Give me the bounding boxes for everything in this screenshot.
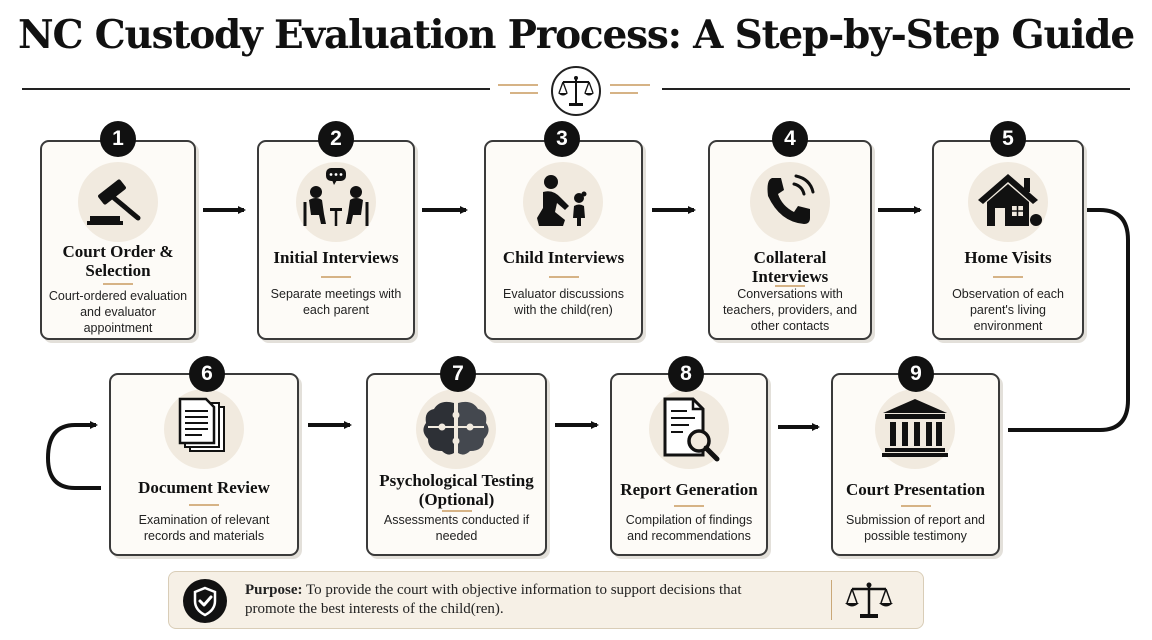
step-card-7: Psychological Testing (Optional) Assessm… [366, 373, 547, 556]
meeting-icon [303, 168, 369, 226]
step-number-8: 8 [668, 356, 704, 392]
purpose-label: Purpose: [245, 582, 303, 598]
step-desc-1: Court-ordered evaluation and evaluator a… [48, 289, 188, 335]
arrow-into-6 [45, 421, 101, 490]
shield-check-icon [193, 586, 217, 617]
courthouse-icon [882, 399, 948, 457]
step-desc-7: Assessments conducted if needed [383, 513, 530, 543]
step-number-4: 4 [772, 121, 808, 157]
step-title-7: Psychological Testing (Optional) [379, 471, 534, 509]
purpose-banner: Purpose: To provide the court with objec… [168, 571, 924, 629]
documents-icon [178, 397, 225, 452]
step-card-8: Report Generation Compilation of finding… [610, 373, 768, 556]
header-accent-right-top [610, 84, 650, 86]
step-desc-2: Separate meetings with each parent [270, 287, 402, 317]
purpose-body: To provide the court with objective info… [245, 582, 742, 617]
step-title-3: Child Interviews [502, 248, 625, 267]
step-title-4: Collateral Interviews [751, 248, 829, 286]
step-desc-9: Submission of report and possible testim… [846, 513, 985, 543]
card-divider [775, 285, 805, 287]
card-divider [189, 504, 219, 506]
house-icon [978, 174, 1042, 226]
step-icon-bg [750, 162, 830, 242]
step-icon-bg [649, 389, 729, 469]
step-desc-6: Examination of relevant records and mate… [138, 513, 270, 543]
header-rule-left [22, 88, 490, 90]
step-title-1: Court Order & Selection [62, 242, 174, 280]
scales-icon [845, 582, 893, 618]
step-number-3: 3 [544, 121, 580, 157]
card-divider [993, 276, 1023, 278]
step-title-6: Document Review [138, 478, 270, 497]
adult-child-icon [537, 175, 587, 226]
step-card-5: Home Visits Observation of each parent's… [932, 140, 1084, 340]
step-card-2: Initial Interviews Separate meetings wit… [257, 140, 415, 340]
step-number-9: 9 [898, 356, 934, 392]
card-divider [674, 505, 704, 507]
step-number-2: 2 [318, 121, 354, 157]
brain-puzzle-icon [423, 401, 489, 455]
card-divider [901, 505, 931, 507]
step-desc-8: Compilation of findings and recommendati… [625, 513, 753, 543]
header-accent-right-bottom [610, 92, 638, 94]
step-icon-bg [968, 162, 1048, 242]
step-number-1: 1 [100, 121, 136, 157]
shield-check-icon-bg [183, 579, 227, 623]
phone-icon [767, 174, 815, 224]
step-desc-4: Conversations with teachers, providers, … [722, 287, 858, 333]
purpose-divider [831, 580, 832, 620]
scales-icon [558, 76, 594, 106]
step-number-7: 7 [440, 356, 476, 392]
step-title-5: Home Visits [964, 248, 1052, 267]
step-card-6: Document Review Examination of relevant … [109, 373, 299, 556]
page-title: NC Custody Evaluation Process: A Step-by… [18, 12, 1135, 58]
step-icon-bg [78, 162, 158, 242]
arrow-5-9-return [1008, 208, 1130, 432]
step-card-3: Child Interviews Evaluator discussions w… [484, 140, 643, 340]
card-divider [103, 283, 133, 285]
step-desc-3: Evaluator discussions with the child(ren… [503, 287, 624, 317]
step-card-9: Court Presentation Submission of report … [831, 373, 1000, 556]
step-icon-bg [523, 162, 603, 242]
step-title-2: Initial Interviews [273, 248, 399, 267]
step-number-6: 6 [189, 356, 225, 392]
step-icon-bg [416, 389, 496, 469]
step-card-4: Collateral Interviews Conversations with… [708, 140, 872, 340]
header-accent-left-bottom [510, 92, 538, 94]
step-icon-bg [296, 162, 376, 242]
step-icon-bg [875, 389, 955, 469]
step-title-8: Report Generation [620, 480, 758, 499]
header-rule-right [662, 88, 1130, 90]
step-title-9: Court Presentation [846, 480, 985, 499]
card-divider [321, 276, 351, 278]
step-desc-5: Observation of each parent's living envi… [952, 287, 1064, 333]
gavel-icon [87, 179, 141, 225]
scales-emblem [551, 66, 601, 116]
report-magnifier-icon [663, 397, 720, 462]
step-number-5: 5 [990, 121, 1026, 157]
card-divider [442, 510, 472, 512]
step-icon-bg [164, 389, 244, 469]
card-divider [549, 276, 579, 278]
step-card-1: Court Order & Selection Court-ordered ev… [40, 140, 196, 340]
purpose-text: Purpose: To provide the court with objec… [245, 581, 751, 619]
header-accent-left-top [498, 84, 538, 86]
